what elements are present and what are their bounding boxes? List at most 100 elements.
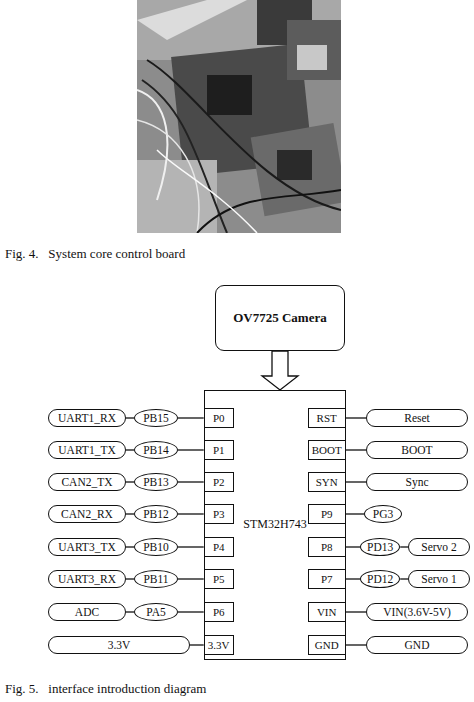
signal-box: UART3_TX [48, 538, 126, 556]
wire-line [126, 546, 134, 547]
signal-box: 3.3V [48, 636, 190, 654]
node-text: P9 [321, 508, 333, 520]
port-oval: PD12 [360, 570, 400, 588]
wire-line [178, 481, 204, 482]
signal-box: Servo 2 [408, 538, 470, 556]
node-text: UART1_TX [58, 444, 115, 457]
node-text: P0 [213, 412, 225, 424]
pin-box: P9 [308, 504, 346, 524]
wire-line [400, 546, 408, 547]
node-text: PG3 [373, 508, 393, 521]
wire-line [126, 513, 134, 514]
node-text: UART1_RX [58, 412, 116, 425]
signal-box: UART1_TX [48, 441, 126, 459]
signal-box: Servo 1 [408, 570, 470, 588]
wire-line [400, 578, 408, 579]
node-text: Reset [404, 412, 430, 425]
wire-line [126, 417, 134, 418]
wire-line [346, 644, 366, 645]
node-text: P1 [213, 444, 225, 456]
node-text: PB13 [143, 476, 169, 489]
node-text: RST [317, 412, 337, 424]
signal-box: Sync [366, 473, 468, 491]
node-text: PB12 [143, 508, 169, 521]
wire-line [126, 481, 134, 482]
pin-box: GND [308, 635, 346, 655]
wire-line [346, 417, 366, 418]
pin-box: P8 [308, 537, 346, 557]
signal-box: Reset [366, 409, 468, 427]
camera-box: OV7725 Camera [215, 285, 345, 351]
signal-box: CAN2_TX [48, 473, 126, 491]
node-text: PB14 [143, 444, 169, 457]
pin-box: P4 [204, 537, 234, 557]
block-arrow [262, 351, 298, 390]
mcu-chip: STM32H743 P0P1P2P3P4P5P6 3.3V RST BOOT SYN P9P… [204, 390, 346, 660]
wire-line [178, 611, 204, 612]
pin-box: P1 [204, 440, 234, 460]
node-text: VIN(3.6V-5V) [383, 606, 451, 619]
pin-box: P5 [204, 569, 234, 589]
node-text: BOOT [401, 444, 432, 457]
port-oval: PD13 [360, 538, 400, 556]
node-text: PB11 [143, 573, 168, 586]
node-text: P2 [213, 476, 225, 488]
signal-box: UART3_RX [48, 570, 126, 588]
node-text: UART3_TX [58, 541, 115, 554]
pin-box: SYN [308, 472, 346, 492]
figure-caption: Fig. 4. System core control board [5, 247, 185, 261]
figure-caption: Fig. 5. interface introduction diagram [5, 682, 206, 696]
port-oval: PB14 [134, 441, 178, 459]
signal-box: BOOT [366, 441, 468, 459]
pin-box: P0 [204, 408, 234, 428]
pin-box: P6 [204, 602, 234, 622]
pin-box: P2 [204, 472, 234, 492]
pin-box: VIN [308, 602, 346, 622]
node-text: Servo 1 [421, 573, 456, 586]
wire-line [178, 546, 204, 547]
port-oval: PB10 [134, 538, 178, 556]
node-text: UART3_RX [58, 573, 116, 586]
node-text: BOOT [312, 444, 342, 456]
wire-line [346, 578, 360, 579]
pin-box: 3.3V [204, 635, 234, 655]
port-oval: PB11 [134, 570, 178, 588]
node-text: STM32H743 [243, 518, 306, 531]
wire-line [346, 546, 360, 547]
node-text: 3.3V [208, 639, 230, 651]
node-text: GND [405, 639, 430, 652]
pin-box: P7 [308, 569, 346, 589]
wire-line [178, 578, 204, 579]
node-text: P4 [213, 541, 225, 553]
signal-box: ADC [48, 603, 126, 621]
node-text: Servo 2 [421, 541, 456, 554]
node-text: CAN2_RX [61, 508, 113, 521]
wire-line [190, 644, 204, 645]
node-text: P6 [213, 606, 225, 618]
wire-line [346, 611, 366, 612]
wire-line [126, 449, 134, 450]
wire-line [126, 578, 134, 579]
node-text: GND [315, 639, 339, 651]
node-text: P8 [321, 541, 333, 553]
node-text: Sync [406, 476, 429, 489]
port-oval: PB12 [134, 505, 178, 523]
port-oval: PA5 [134, 603, 178, 621]
node-text: P5 [213, 573, 225, 585]
signal-box: VIN(3.6V-5V) [366, 603, 468, 621]
signal-box: UART1_RX [48, 409, 126, 427]
pin-box: RST [308, 408, 346, 428]
port-oval: PB15 [134, 409, 178, 427]
wire-line [346, 449, 366, 450]
wire-line [346, 513, 364, 514]
pin-box: P3 [204, 504, 234, 524]
signal-box: CAN2_RX [48, 505, 126, 523]
node-text: CAN2_TX [61, 476, 112, 489]
node-text: PD13 [367, 541, 393, 554]
wire-line [178, 513, 204, 514]
wire-line [126, 611, 134, 612]
node-text: PB10 [143, 541, 169, 554]
pin-box: BOOT [308, 440, 346, 460]
node-text: OV7725 Camera [233, 311, 327, 325]
